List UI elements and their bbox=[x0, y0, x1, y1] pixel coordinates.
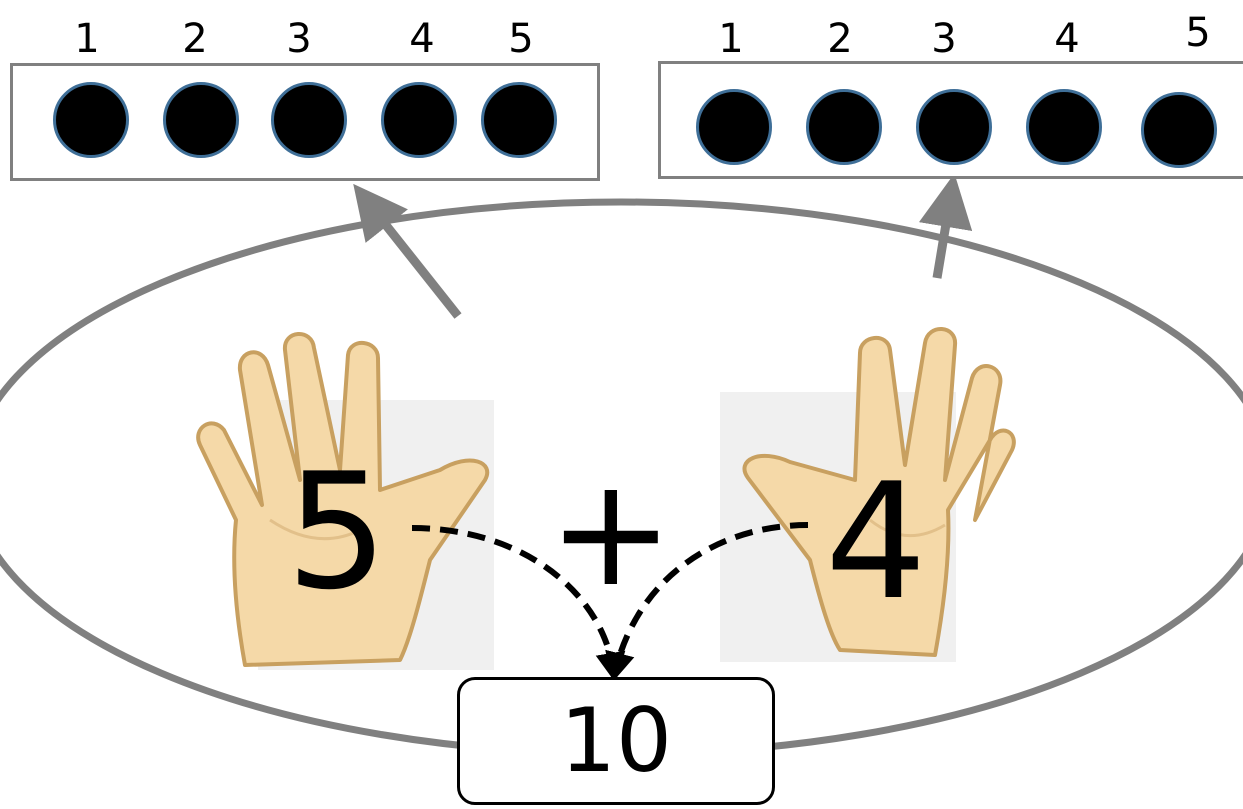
plus-operator: + bbox=[548, 446, 674, 620]
counter-dot bbox=[381, 82, 457, 158]
frame-label: 3 bbox=[286, 16, 312, 62]
counter-dot bbox=[271, 82, 347, 158]
frame-label: 5 bbox=[1185, 10, 1211, 56]
arrow-to-right-frame bbox=[918, 173, 973, 279]
open-hand-icon bbox=[742, 327, 1016, 657]
right-five-frame bbox=[658, 61, 1243, 179]
dashed-arrow-right bbox=[605, 522, 809, 683]
open-hand-icon bbox=[196, 332, 490, 667]
frame-label: 2 bbox=[827, 16, 853, 62]
left-five-frame bbox=[10, 63, 600, 181]
right-operand: 4 bbox=[825, 448, 927, 635]
counter-dot bbox=[1141, 92, 1217, 168]
counter-dot bbox=[53, 82, 129, 158]
counter-dot bbox=[163, 82, 239, 158]
result-value: 10 bbox=[560, 689, 672, 792]
dashed-arrow-left bbox=[411, 525, 626, 683]
counter-dot bbox=[916, 89, 992, 165]
result-box: 10 bbox=[457, 677, 775, 805]
counter-dot bbox=[481, 82, 557, 158]
frame-label: 5 bbox=[508, 16, 534, 62]
frame-label: 1 bbox=[718, 16, 744, 62]
counter-dot bbox=[806, 89, 882, 165]
frame-label: 4 bbox=[1054, 16, 1080, 62]
arrow-to-left-frame bbox=[353, 183, 462, 319]
frame-label: 4 bbox=[409, 16, 435, 62]
frame-label: 3 bbox=[931, 16, 957, 62]
frame-label: 1 bbox=[74, 16, 100, 62]
counter-dot bbox=[1026, 89, 1102, 165]
left-operand: 5 bbox=[286, 438, 388, 625]
frame-label: 2 bbox=[182, 16, 208, 62]
counter-dot bbox=[696, 89, 772, 165]
